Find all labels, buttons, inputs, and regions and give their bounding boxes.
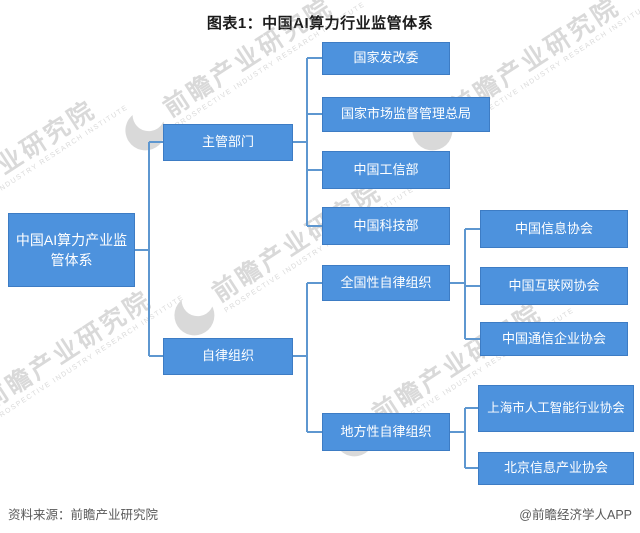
node-local-self-regulatory: 地方性自律组织 (322, 413, 450, 451)
node-shanghai-ai-industry-association: 上海市人工智能行业协会 (478, 385, 634, 432)
page-title: 图表1：中国AI算力行业监管体系 (206, 15, 434, 32)
node-china-communications-enterprise-association: 中国通信企业协会 (480, 322, 628, 356)
credit-note: @前瞻经济学人APP (519, 508, 632, 522)
node-self-regulatory-organizations: 自律组织 (163, 338, 293, 375)
node-competent-departments: 主管部门 (163, 124, 293, 161)
node-miit: 中国工信部 (322, 151, 450, 189)
node-samr: 国家市场监督管理总局 (322, 97, 490, 132)
node-china-information-association: 中国信息协会 (480, 210, 628, 248)
node-root: 中国AI算力产业监管体系 (8, 213, 135, 287)
node-internet-society-of-china: 中国互联网协会 (480, 267, 628, 305)
node-national-self-regulatory: 全国性自律组织 (322, 265, 450, 301)
source-note: 资料来源：前瞻产业研究院 (8, 508, 159, 522)
node-beijing-information-industry-association: 北京信息产业协会 (478, 452, 634, 485)
node-ndrc: 国家发改委 (322, 42, 450, 75)
node-most: 中国科技部 (322, 207, 450, 245)
